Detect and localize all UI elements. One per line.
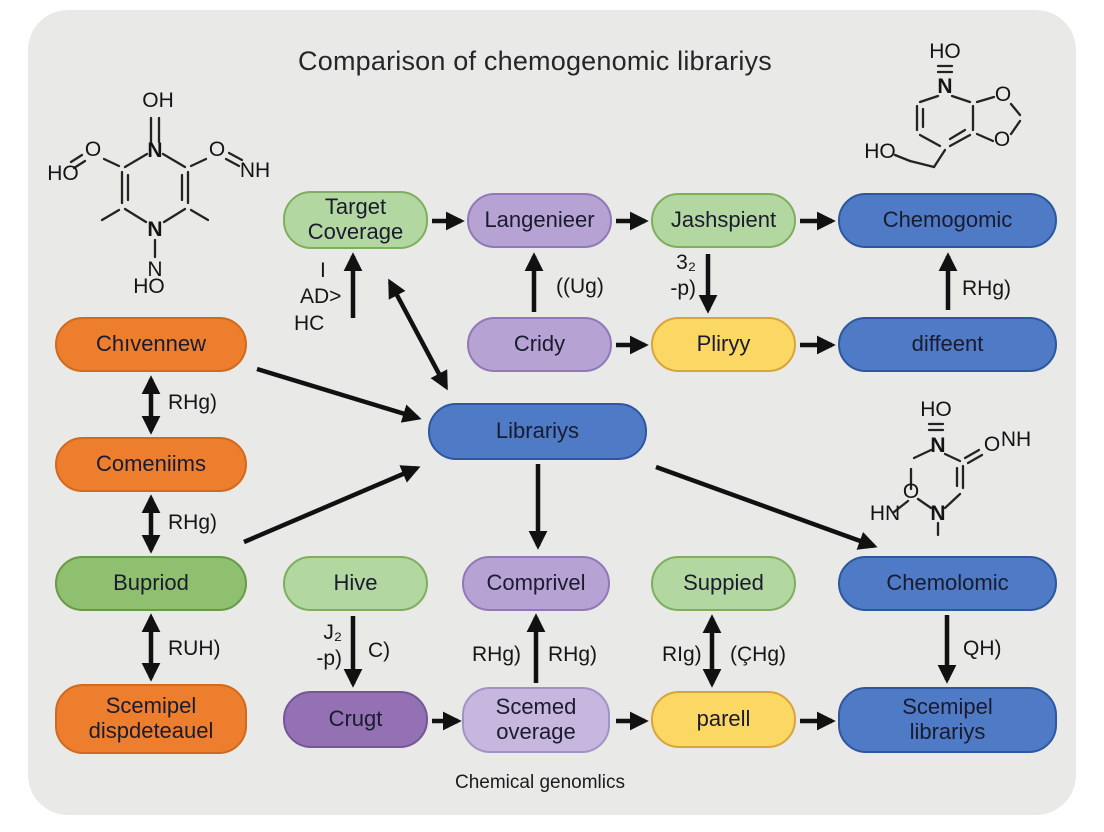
edge-label-j2p-line1: J₂	[323, 621, 342, 644]
chemical-structure-top-right: HO N O O HO	[864, 40, 1022, 169]
node-target-coverage: Target Coverage	[283, 191, 428, 249]
edge-label-j2p-line2: -p)	[316, 647, 342, 671]
node-comprivel: Comprivel	[462, 556, 610, 611]
atom-label-o-left: O	[85, 138, 101, 161]
atom-label-ho-left: HO	[864, 140, 896, 163]
node-chemogomic: Chemogomic	[838, 193, 1057, 248]
atom-label-ho-top: HO	[929, 40, 961, 63]
node-comeniims: Comeniims	[55, 437, 247, 492]
chemical-structure-middle-right: HO N O NH O N HN	[870, 398, 1031, 537]
node-chivennew: Chıvennew	[55, 317, 247, 372]
atom-label-ho-left: HO	[47, 162, 79, 185]
edge-label-32p: 3₂ -p)	[652, 250, 696, 303]
edge-label-c: C)	[368, 639, 391, 662]
node-hive: Hive	[283, 556, 428, 611]
atom-label-ho-lower: HO	[133, 275, 165, 295]
node-bupriod: Bupriod	[55, 556, 247, 611]
edge-label-adhc-line3: HC	[294, 311, 325, 335]
node-langenieer: Langenieer	[467, 193, 612, 248]
node-scemipel-dispdeteauel: Scemipel dispdeteauel	[55, 684, 247, 754]
edge-label-32p-line1: 3₂	[676, 251, 696, 274]
edge-label-rhg-right: RHg)	[548, 643, 598, 666]
atom-label-hn: HN	[870, 502, 900, 525]
edge-label-32p-line2: -p)	[670, 277, 696, 301]
atom-label-o-bottom: O	[994, 128, 1010, 151]
edge-label-adhc-line1: I	[320, 259, 326, 282]
edge-label-rhg-diffeent: RHg)	[962, 277, 1012, 300]
atom-label-o-ring: O	[903, 480, 919, 503]
edge-label-ug: ((Ug)	[556, 275, 604, 298]
edge-label-qh: QH)	[963, 637, 1002, 660]
atom-label-o-carbonyl: O	[984, 433, 1000, 456]
node-scemed-overage: Scemed overage	[462, 687, 610, 753]
diagram-caption: Chemical genomlics	[454, 772, 625, 793]
node-librariys: Librariys	[428, 403, 647, 460]
edge-label-adhc: I AD> HC	[294, 258, 341, 337]
atom-label-ho-top: HO	[920, 398, 952, 421]
node-jashspient: Jashspient	[651, 193, 796, 248]
atom-label-o-right: O	[209, 138, 225, 161]
atom-label-o-top: O	[995, 83, 1011, 106]
edge-label-rig: RIg)	[662, 643, 702, 666]
node-scemipel-librariys: Scemipel librariys	[838, 687, 1057, 753]
edge-label-rhg-left: RHg)	[472, 643, 522, 666]
atom-label-n-bottom: N	[930, 502, 945, 525]
atom-label-n: N	[937, 75, 952, 98]
node-suppied: Suppied	[651, 556, 796, 611]
node-parell: parell	[651, 691, 796, 748]
edge-label-rhg-comeniims: RHg)	[168, 511, 218, 534]
edge-label-j2p: J₂ -p)	[300, 620, 342, 673]
chemical-structure-top-left: OH N O HO O NH N N HO	[47, 89, 270, 295]
atom-label-n-lower: N	[147, 258, 162, 281]
atom-label-n-top: N	[930, 434, 945, 457]
node-diffeent: diffeent	[838, 317, 1057, 372]
node-cridy: Cridy	[467, 317, 612, 372]
diagram-title: Comparison of chemogenomic librariys	[298, 46, 772, 76]
node-pliryy: Pliryy	[651, 317, 796, 372]
atom-label-n-bottom: N	[147, 218, 162, 241]
atom-label-oh: OH	[142, 89, 174, 112]
node-crugt: Crugt	[283, 691, 428, 748]
atom-label-nh: NH	[1001, 428, 1031, 451]
atom-label-n-top: N	[147, 139, 162, 162]
edge-label-adhc-line2: AD>	[300, 285, 342, 309]
edge-label-ruh: RUH)	[168, 637, 221, 660]
atom-label-nh-right: NH	[240, 159, 270, 182]
node-chemolomic: Chemolomic	[838, 556, 1057, 611]
edge-label-rhg-chivennew: RHg)	[168, 391, 218, 414]
edge-label-chg: (ÇHg)	[730, 643, 786, 666]
